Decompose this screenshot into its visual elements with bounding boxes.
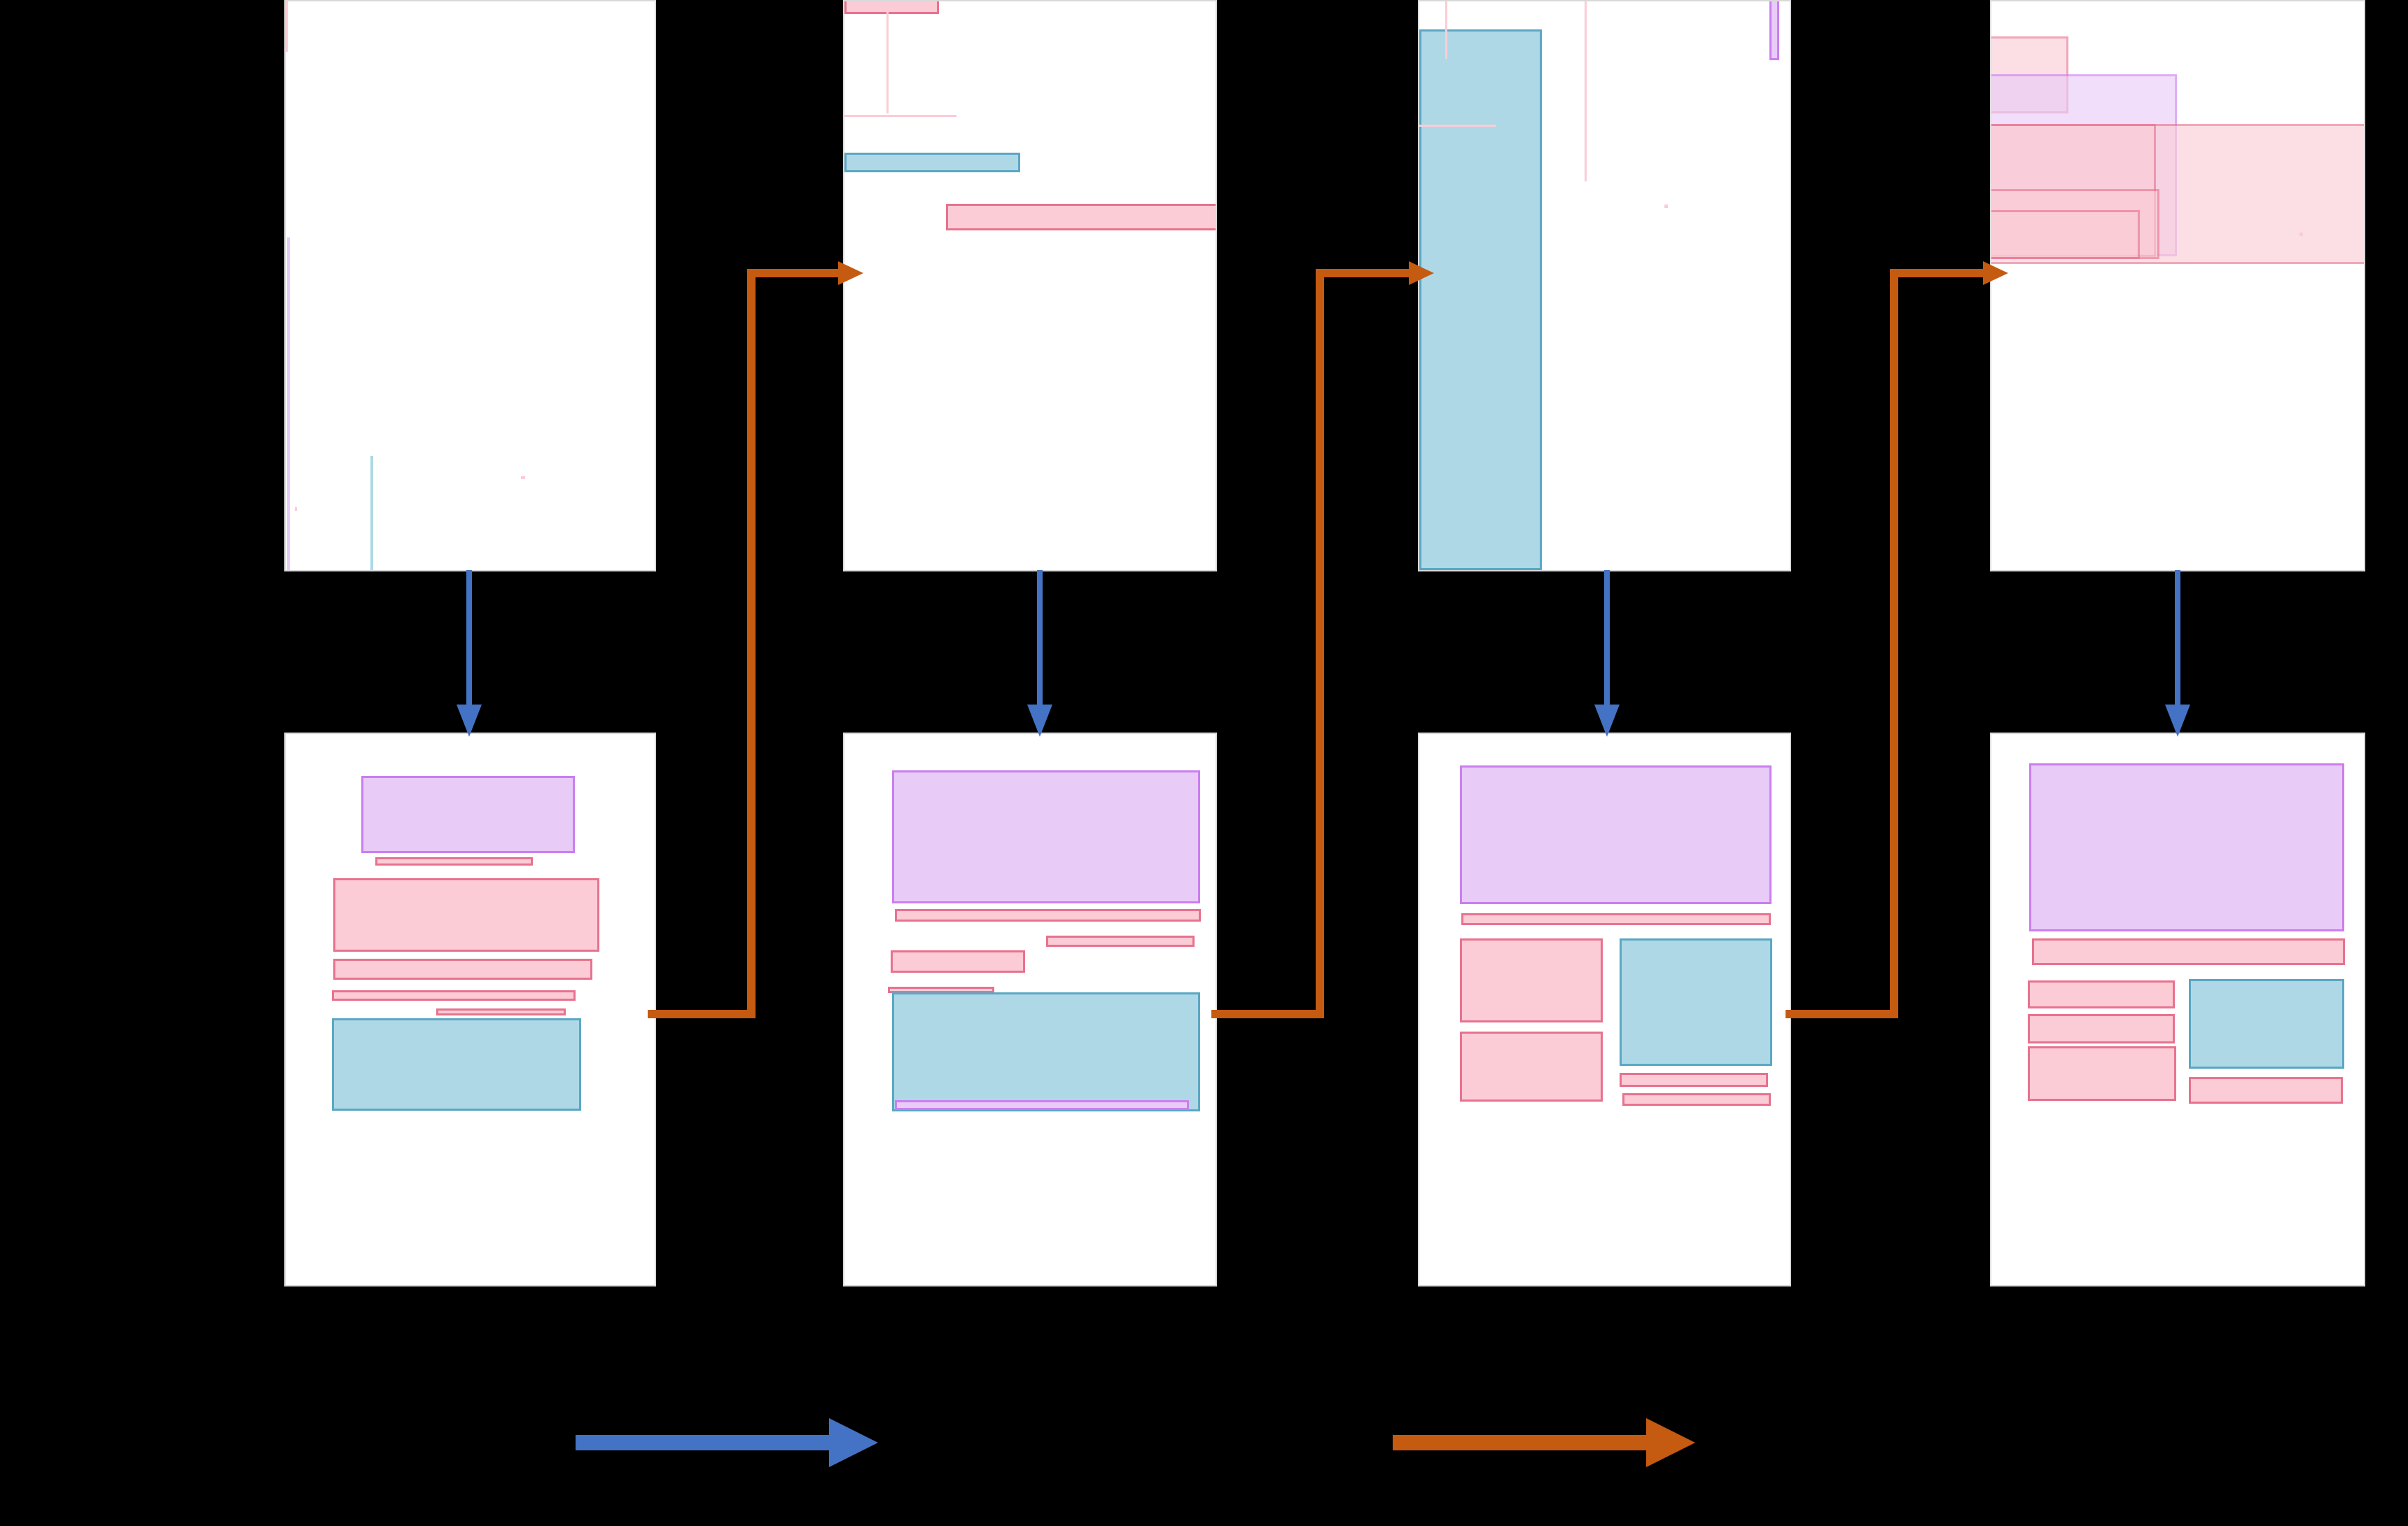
top-panel-3-sliver-purple-right <box>1769 1 1779 60</box>
bottom-panel-1-row-pink-1 <box>333 959 592 980</box>
top-panel-2-bar-blue-wide <box>844 153 1020 172</box>
bottom-panel-4-card-pink-left-2 <box>2028 1014 2175 1043</box>
bottom-panel-2-caption-pink-1 <box>895 909 1201 922</box>
bottom-panel-2 <box>844 734 1216 1285</box>
bottom-panel-1-row-pink-2 <box>332 990 576 1001</box>
bottom-panel-3-hero-purple-block <box>1460 765 1772 904</box>
bottom-panel-3-card-pink-left-2 <box>1460 1032 1603 1102</box>
top-panel-2-bar-pink-bottom <box>946 204 1216 230</box>
top-panel-4-dot-pink-d <box>2299 233 2303 236</box>
bottom-panel-1 <box>286 734 655 1285</box>
bottom-panel-1-media-blue-block <box>332 1018 581 1111</box>
top-panel-1-sliver-purple-left <box>287 237 290 570</box>
bottom-panel-1-row-pink-3 <box>436 1008 566 1015</box>
bottom-panel-2-media-blue-block <box>892 992 1200 1111</box>
bottom-panel-1-hero-purple-block <box>361 776 575 853</box>
top-panel-3-dot-pink-c <box>1664 204 1668 208</box>
top-panel-4 <box>1991 1 2364 570</box>
bottom-panel-2-row-pink-left <box>891 950 1025 973</box>
top-panel-4-overlay-pink-5 <box>1991 210 2140 259</box>
orange-flow-arrow-1 <box>648 261 863 1018</box>
top-panel-2 <box>844 1 1216 570</box>
bottom-panel-4-banner-pink-1 <box>2032 938 2345 965</box>
bottom-panel-4-hero-purple-block <box>2029 763 2344 931</box>
bottom-panel-4 <box>1991 734 2364 1285</box>
top-panel-3-rule-pink-mid <box>1419 125 1496 127</box>
bottom-panel-4-card-pink-left-3 <box>2028 1046 2176 1101</box>
bottom-panel-3-row-pink-right-1 <box>1620 1073 1768 1087</box>
bottom-panel-3-caption-pink-1 <box>1461 913 1771 925</box>
top-panel-1-dot-pink-b <box>521 476 525 479</box>
bottom-panel-3-media-blue-block <box>1620 938 1772 1066</box>
blue-flow-arrow-col4 <box>2165 570 2190 737</box>
bottom-panel-4-card-pink-left-1 <box>2028 980 2175 1008</box>
legend-blue-arrow <box>576 1418 878 1467</box>
bottom-panel-1-caption-pink-1 <box>375 857 533 866</box>
bottom-panel-3 <box>1419 734 1790 1285</box>
top-panel-2-sliver-pink-tall <box>886 1 889 113</box>
top-panel-2-rule-pink-mid <box>844 115 956 117</box>
orange-flow-arrow-2 <box>1211 261 1434 1018</box>
bottom-panel-4-media-blue-block <box>2189 979 2344 1069</box>
bottom-panel-2-footer-purple-bar <box>895 1100 1189 1110</box>
top-panel-1-dot-pink-a <box>295 507 297 511</box>
bottom-panel-2-hero-purple-block <box>892 770 1200 903</box>
bottom-panel-2-row-pink-thin <box>888 987 994 993</box>
bottom-panel-2-row-pink-right <box>1046 936 1195 947</box>
blue-flow-arrow-col1 <box>457 570 482 737</box>
bottom-panel-4-row-pink-right <box>2189 1077 2343 1104</box>
top-panel-2-bar-pink-topleft <box>844 1 939 14</box>
top-panel-1-sliver-blue-mid <box>370 456 373 570</box>
top-panel-3-panel-blue-tall <box>1419 29 1542 570</box>
blue-flow-arrow-col3 <box>1594 570 1620 737</box>
top-panel-1-sliver-pink-left <box>286 1 288 52</box>
top-panel-3-sliver-pink-b <box>1585 1 1587 181</box>
legend-orange-arrow <box>1393 1418 1695 1467</box>
orange-flow-arrow-3 <box>1786 261 2008 1018</box>
top-panel-1 <box>286 1 655 570</box>
top-panel-3 <box>1419 1 1790 570</box>
bottom-panel-3-card-pink-left-1 <box>1460 938 1603 1022</box>
blue-flow-arrow-col2 <box>1027 570 1052 737</box>
bottom-panel-3-row-pink-right-2 <box>1622 1093 1771 1106</box>
bottom-panel-1-body-pink-large <box>333 878 599 952</box>
top-panel-3-sliver-pink-a <box>1445 1 1447 59</box>
